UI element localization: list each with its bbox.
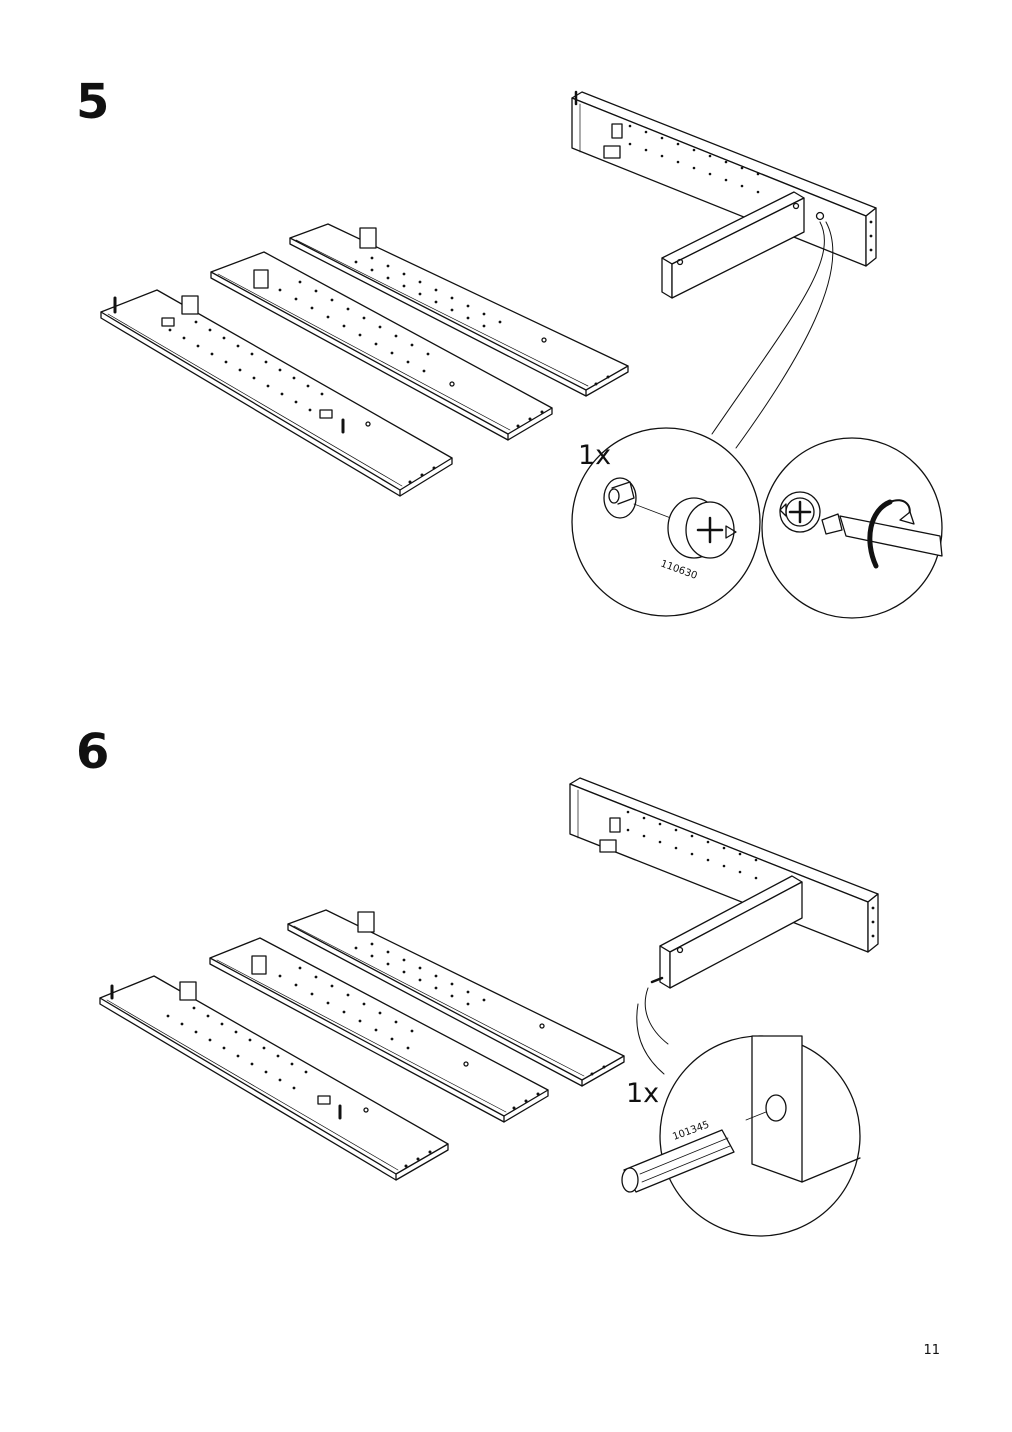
shelf-board-1 bbox=[99, 975, 449, 1181]
dowel-detail bbox=[621, 1035, 861, 1237]
side-panel bbox=[650, 875, 803, 989]
shelf-board-3 bbox=[287, 909, 625, 1087]
step-5-illustration: 1x 110630 bbox=[100, 90, 943, 619]
side-panel bbox=[661, 191, 825, 299]
step-6-illustration: 1x 101345 bbox=[99, 777, 879, 1237]
screwdriver-detail bbox=[761, 437, 943, 619]
shelf-board-3 bbox=[289, 223, 629, 397]
step-5-quantity: 1x bbox=[578, 440, 611, 471]
shelf-board-2 bbox=[209, 937, 549, 1123]
step-6-number: 6 bbox=[76, 724, 110, 780]
screwdriver-icon bbox=[821, 513, 943, 557]
shelf-board-1 bbox=[100, 289, 453, 497]
step-5-number: 5 bbox=[76, 74, 110, 130]
rotate-clockwise-icon bbox=[867, 499, 915, 569]
step-6-quantity: 1x bbox=[626, 1078, 659, 1109]
cam-lock-icon bbox=[667, 497, 737, 559]
wooden-dowel-icon bbox=[621, 1129, 735, 1193]
shelf-board-2 bbox=[210, 251, 553, 441]
cam-lock-detail bbox=[571, 427, 761, 617]
page-number: 11 bbox=[923, 1343, 940, 1358]
